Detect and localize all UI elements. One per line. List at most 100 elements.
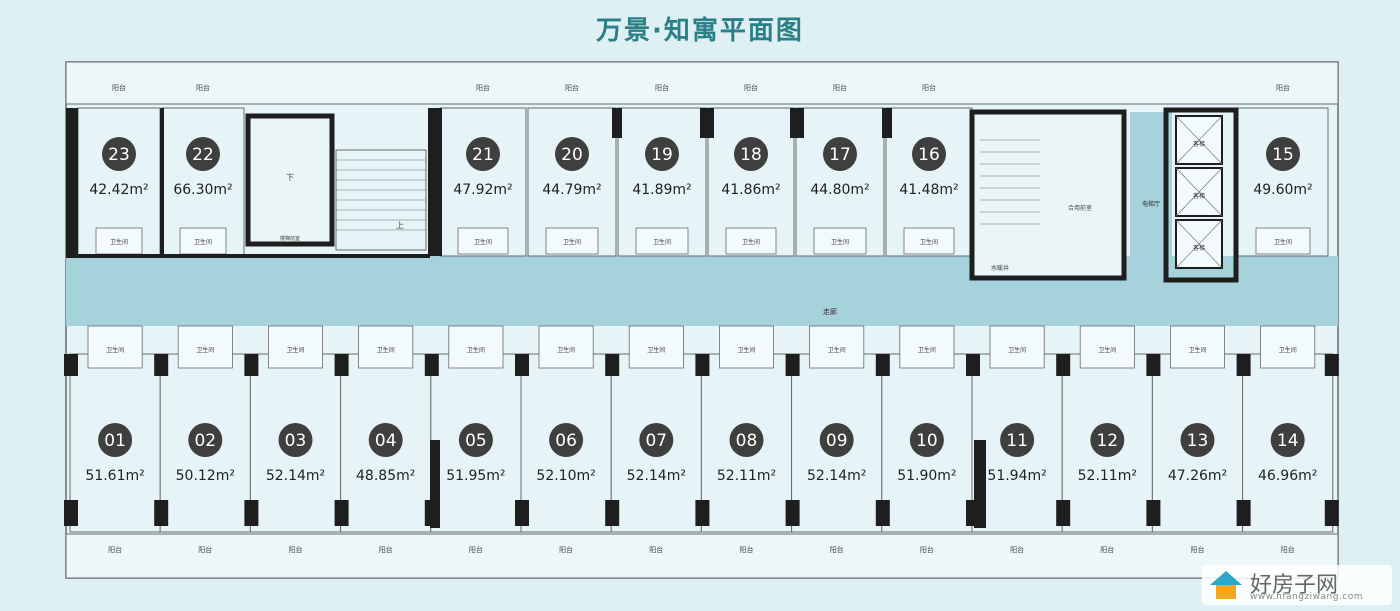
- unit-number-badge: [368, 423, 403, 457]
- balcony-label: 阳台: [1281, 545, 1295, 554]
- unit-area: 52.11m²: [717, 468, 776, 484]
- corridor-label: 走廊: [823, 307, 837, 316]
- unit-number: 14: [1277, 431, 1299, 451]
- house-logo-icon: [1210, 571, 1242, 585]
- unit-number: 01: [104, 431, 126, 451]
- bathroom-label: 卫生间: [1274, 238, 1292, 246]
- unit-area: 66.30m²: [173, 182, 232, 198]
- column-pier: [1324, 500, 1339, 526]
- unit-number-badge: [729, 423, 764, 457]
- column-pier: [515, 500, 529, 526]
- unit-number: 18: [740, 145, 762, 165]
- wall-segment: [974, 440, 986, 528]
- unit-number-badge: [912, 137, 946, 171]
- wall-segment: [882, 108, 892, 138]
- unit-number-badge: [555, 137, 589, 171]
- unit-number-badge: [1000, 423, 1035, 457]
- unit-number-badge: [734, 137, 768, 171]
- unit-area: 41.89m²: [632, 182, 691, 198]
- unit-number-badge: [466, 137, 500, 171]
- unit-room: [1151, 353, 1244, 533]
- unit-area: 44.80m²: [810, 182, 869, 198]
- unit-number-badge: [909, 423, 944, 457]
- wall-segment: [700, 108, 714, 138]
- water-well-label: 水暖井: [991, 264, 1009, 272]
- unit-number-badge: [188, 423, 223, 457]
- unit-area: 51.90m²: [897, 468, 956, 484]
- bathroom-label: 卫生间: [1008, 346, 1026, 354]
- unit-number: 15: [1272, 145, 1294, 165]
- unit-number: 08: [736, 431, 758, 451]
- column-pier: [966, 354, 980, 376]
- stair-core-right: [969, 109, 1127, 281]
- unit-area: 41.86m²: [721, 182, 780, 198]
- bathroom: [179, 227, 227, 255]
- unit-number-badge: [1180, 423, 1215, 457]
- bathroom: [899, 325, 955, 369]
- bathroom: [1170, 325, 1226, 369]
- balcony-label: 阳台: [1276, 83, 1290, 92]
- column-pier: [154, 354, 169, 376]
- column-pier: [695, 500, 710, 526]
- elevator-label: 客梯: [1193, 192, 1205, 200]
- wall-segment: [428, 108, 442, 256]
- unit-number-badge: [278, 423, 313, 457]
- unit-area: 46.96m²: [1258, 468, 1317, 484]
- bathroom: [1260, 325, 1316, 369]
- balcony-label: 阳台: [289, 545, 303, 554]
- elevator-cross: [1175, 115, 1223, 165]
- elevator-label: 客梯: [1193, 140, 1205, 148]
- watermark-url: www.hfangziwang.com: [1250, 592, 1364, 602]
- unit-number: 16: [918, 145, 940, 165]
- public-vestibule-label: 合用前室: [1068, 204, 1092, 212]
- column-pier: [1056, 354, 1071, 376]
- unit-area: 41.48m²: [899, 182, 958, 198]
- wall-segment: [160, 108, 164, 256]
- house-logo-body-icon: [1216, 585, 1236, 599]
- bathroom: [177, 325, 233, 369]
- balcony-label: 阳台: [108, 545, 122, 554]
- unit-area: 51.95m²: [446, 468, 505, 484]
- balcony-label: 阳台: [922, 83, 936, 92]
- stair-core-left: [245, 113, 335, 247]
- balcony-label: 阳台: [112, 83, 126, 92]
- balcony-label: 阳台: [920, 545, 934, 554]
- elevator-hall-label: 电梯厅: [1142, 200, 1160, 208]
- column-pier: [244, 500, 259, 526]
- bathroom-label: 卫生间: [1188, 346, 1206, 354]
- watermark-name: 好房子网: [1250, 573, 1339, 598]
- column-pier: [1324, 354, 1339, 376]
- bathroom: [267, 325, 323, 369]
- balcony-label: 阳台: [476, 83, 490, 92]
- unit-number-badge: [549, 423, 584, 457]
- unit-number-badge: [645, 137, 679, 171]
- page-title: 万景·知寓平面图: [596, 16, 804, 46]
- unit-area: 52.11m²: [1078, 468, 1137, 484]
- unit-area: 52.14m²: [266, 468, 325, 484]
- balcony-label: 阳台: [565, 83, 579, 92]
- unit-area: 52.14m²: [627, 468, 686, 484]
- unit-number-badge: [819, 423, 854, 457]
- bathroom: [628, 325, 684, 369]
- bathroom: [725, 227, 777, 255]
- stair-down-label: 下: [286, 173, 294, 182]
- column-pier: [244, 354, 259, 376]
- bathroom: [813, 227, 867, 255]
- bathroom-label: 卫生间: [647, 346, 665, 354]
- wall-segment: [790, 108, 804, 138]
- unit-number: 21: [472, 145, 494, 165]
- column-pier: [695, 354, 710, 376]
- unit-number-badge: [823, 137, 857, 171]
- unit-number: 22: [192, 145, 214, 165]
- unit-number-badge: [98, 423, 133, 457]
- bathroom-label: 卫生间: [110, 238, 128, 246]
- unit-area: 48.85m²: [356, 468, 415, 484]
- bathroom-label: 卫生间: [742, 238, 760, 246]
- bottom-balcony-strip: [65, 533, 1339, 579]
- bathroom-label: 卫生间: [196, 346, 214, 354]
- bathroom-label: 卫生间: [1098, 346, 1116, 354]
- bathroom: [457, 227, 509, 255]
- bathroom-label: 卫生间: [106, 346, 124, 354]
- unit-area: 42.42m²: [89, 182, 148, 198]
